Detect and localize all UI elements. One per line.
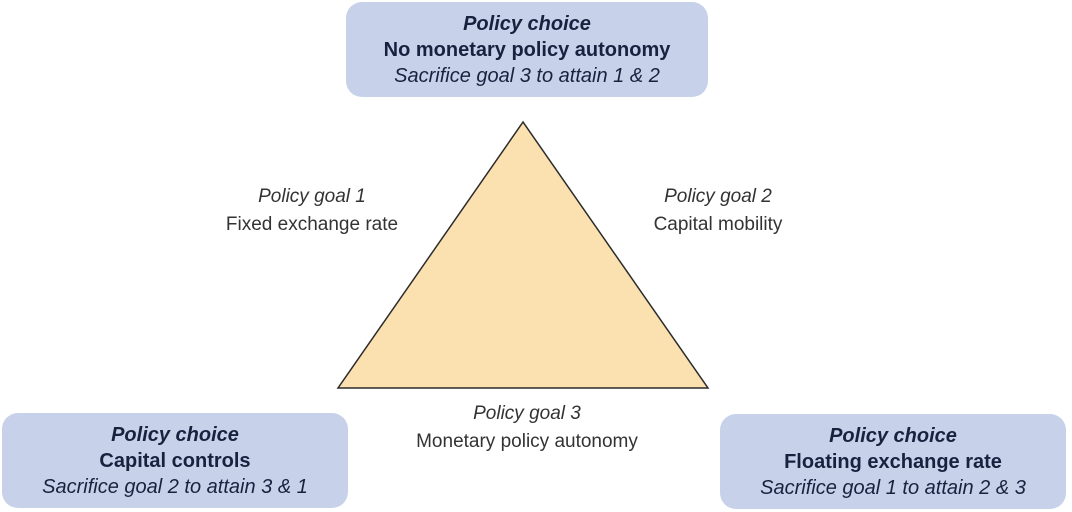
policy-choice-option: No monetary policy autonomy [383,38,671,61]
goal-2-description: Capital mobility [653,214,783,235]
trilemma-triangle [336,120,710,389]
policy-goal-2-label: Policy goal 2 Capital mobility [568,183,868,239]
policy-choice-box-bottom-right: Policy choice Floating exchange rate Sac… [720,414,1066,509]
policy-choice-heading: Policy choice [463,12,591,35]
goal-3-name: Policy goal 3 [473,403,581,424]
policy-goal-1-label: Policy goal 1 Fixed exchange rate [162,183,462,239]
policy-choice-option: Capital controls [99,449,251,472]
policy-choice-option: Floating exchange rate [784,450,1002,473]
policy-choice-sacrifice: Sacrifice goal 3 to attain 1 & 2 [394,64,660,87]
policy-choice-heading: Policy choice [829,424,957,447]
goal-2-name: Policy goal 2 [664,186,772,207]
goal-3-description: Monetary policy autonomy [416,431,638,452]
policy-choice-sacrifice: Sacrifice goal 2 to attain 3 & 1 [42,475,308,498]
policy-goal-3-label: Policy goal 3 Monetary policy autonomy [377,400,677,456]
goal-1-name: Policy goal 1 [258,186,366,207]
policy-choice-box-top: Policy choice No monetary policy autonom… [346,2,708,97]
goal-1-description: Fixed exchange rate [225,214,399,235]
policy-choice-heading: Policy choice [111,423,239,446]
policy-choice-box-bottom-left: Policy choice Capital controls Sacrifice… [2,413,348,508]
policy-choice-sacrifice: Sacrifice goal 1 to attain 2 & 3 [760,476,1026,499]
